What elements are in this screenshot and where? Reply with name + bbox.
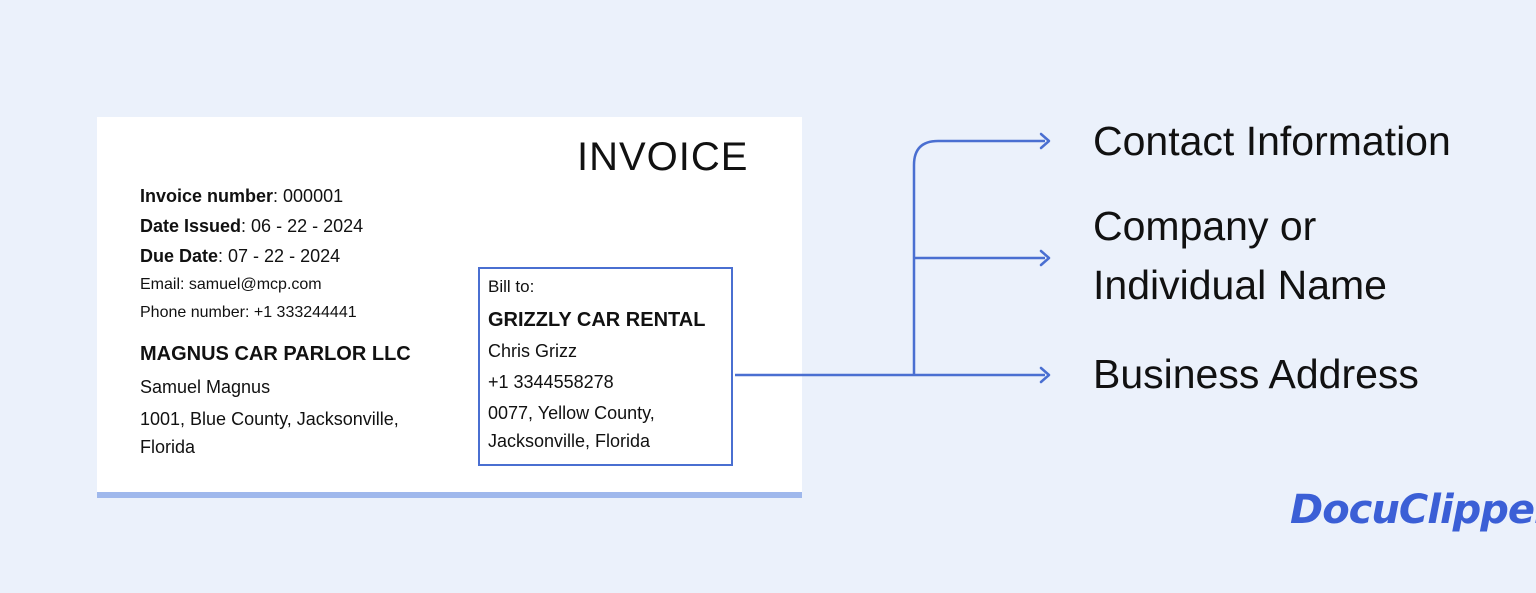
arrowhead-name-icon [1039, 249, 1051, 267]
seller-address-line-2: Florida [140, 437, 196, 457]
bill-to-company: GRIZZLY CAR RENTAL [488, 309, 706, 331]
bill-to-contact: Chris Grizz [488, 341, 577, 361]
date-issued-value: : 06 - 22 - 2024 [241, 216, 364, 236]
seller-section: Invoice number: 000001 Date Issued: 06 -… [140, 181, 460, 461]
docuclipper-logo: DocuClipper [1290, 487, 1536, 533]
callout-contact-information: Contact Information [1093, 118, 1451, 164]
arrowhead-contact-icon [1039, 132, 1051, 150]
date-issued-label: Date Issued [140, 216, 242, 236]
bill-to-box: Bill to: GRIZZLY CAR RENTAL Chris Grizz … [478, 267, 733, 466]
invoice-number-row: Invoice number: 000001 [140, 181, 460, 211]
due-date-label: Due Date [140, 246, 219, 266]
seller-email: Email: samuel@mcp.com [140, 276, 322, 293]
bill-to-address-line-2: Jacksonville, Florida [488, 431, 651, 451]
seller-name: Samuel Magnus [140, 377, 271, 397]
invoice-title: INVOICE [577, 135, 749, 179]
seller-phone: Phone number: +1 333244441 [140, 304, 357, 321]
bill-to-label: Bill to: [488, 277, 535, 296]
date-issued-row: Date Issued: 06 - 22 - 2024 [140, 211, 460, 241]
connector-trunk [912, 139, 1045, 375]
invoice-number-value: : 000001 [273, 186, 344, 206]
due-date-row: Due Date: 07 - 22 - 2024 [140, 241, 460, 271]
bill-to-phone: +1 3344558278 [488, 372, 614, 392]
arrowhead-address-icon [1039, 366, 1051, 384]
callout-business-address: Business Address [1093, 351, 1419, 397]
invoice-number-label: Invoice number [140, 186, 274, 206]
callout-company-name-line-2: Individual Name [1093, 262, 1387, 308]
bill-to-address-line-1: 0077, Yellow County, [488, 403, 655, 423]
seller-address-line-1: 1001, Blue County, Jacksonville, [140, 409, 399, 429]
callout-company-name-line-1: Company or [1093, 203, 1317, 249]
seller-company: MAGNUS CAR PARLOR LLC [140, 343, 411, 365]
due-date-value: : 07 - 22 - 2024 [218, 246, 341, 266]
invoice-card: INVOICE Invoice number: 000001 Date Issu… [97, 117, 802, 496]
invoice-bottom-bar [97, 492, 802, 498]
